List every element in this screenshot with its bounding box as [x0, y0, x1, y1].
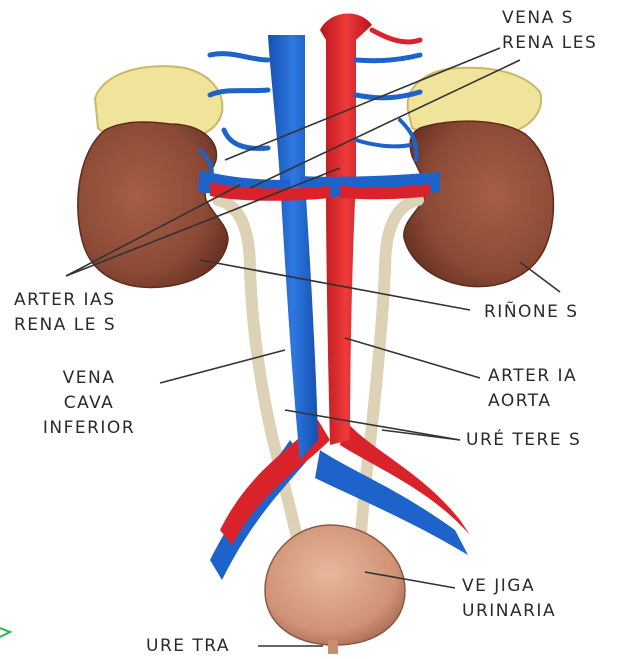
label-vena-cava-line3: INFERIOR	[24, 416, 154, 441]
label-venas-renales-line1: VENA S	[502, 6, 597, 31]
label-ureteres-text: URÉ TERE S	[466, 428, 581, 453]
label-uretra-text: URE TRA	[146, 634, 230, 659]
label-arterias-renales: ARTER IAS RENA LE S	[14, 288, 116, 338]
label-vena-cava-line2: CAVA	[24, 391, 154, 416]
bladder	[265, 525, 405, 645]
label-vena-cava-inferior: VENA CAVA INFERIOR	[24, 366, 154, 441]
label-arterias-renales-line2: RENA LE S	[14, 313, 116, 338]
label-vejiga-line2: URINARIA	[462, 599, 556, 624]
label-vejiga-urinaria: VE JIGA URINARIA	[462, 574, 556, 624]
label-rinones-text: RIÑONE S	[484, 300, 579, 325]
kidney-right	[404, 121, 554, 286]
label-venas-renales: VENA S RENA LES	[502, 6, 597, 56]
label-arteria-aorta: ARTER IA AORTA	[488, 364, 577, 414]
urethra	[328, 640, 338, 654]
label-arteria-aorta-line2: AORTA	[488, 389, 577, 414]
label-arterias-renales-line1: ARTER IAS	[14, 288, 116, 313]
label-rinones: RIÑONE S	[484, 300, 579, 325]
label-vena-cava-line1: VENA	[24, 366, 154, 391]
label-arteria-aorta-line1: ARTER IA	[488, 364, 577, 389]
aorta	[320, 14, 372, 445]
label-venas-renales-line2: RENA LES	[502, 31, 597, 56]
label-ureteres: URÉ TERE S	[466, 428, 581, 453]
label-vejiga-line1: VE JIGA	[462, 574, 556, 599]
label-uretra: URE TRA	[146, 634, 230, 659]
green-corner-mark	[0, 628, 10, 637]
vena-cava-inferior	[268, 35, 318, 460]
